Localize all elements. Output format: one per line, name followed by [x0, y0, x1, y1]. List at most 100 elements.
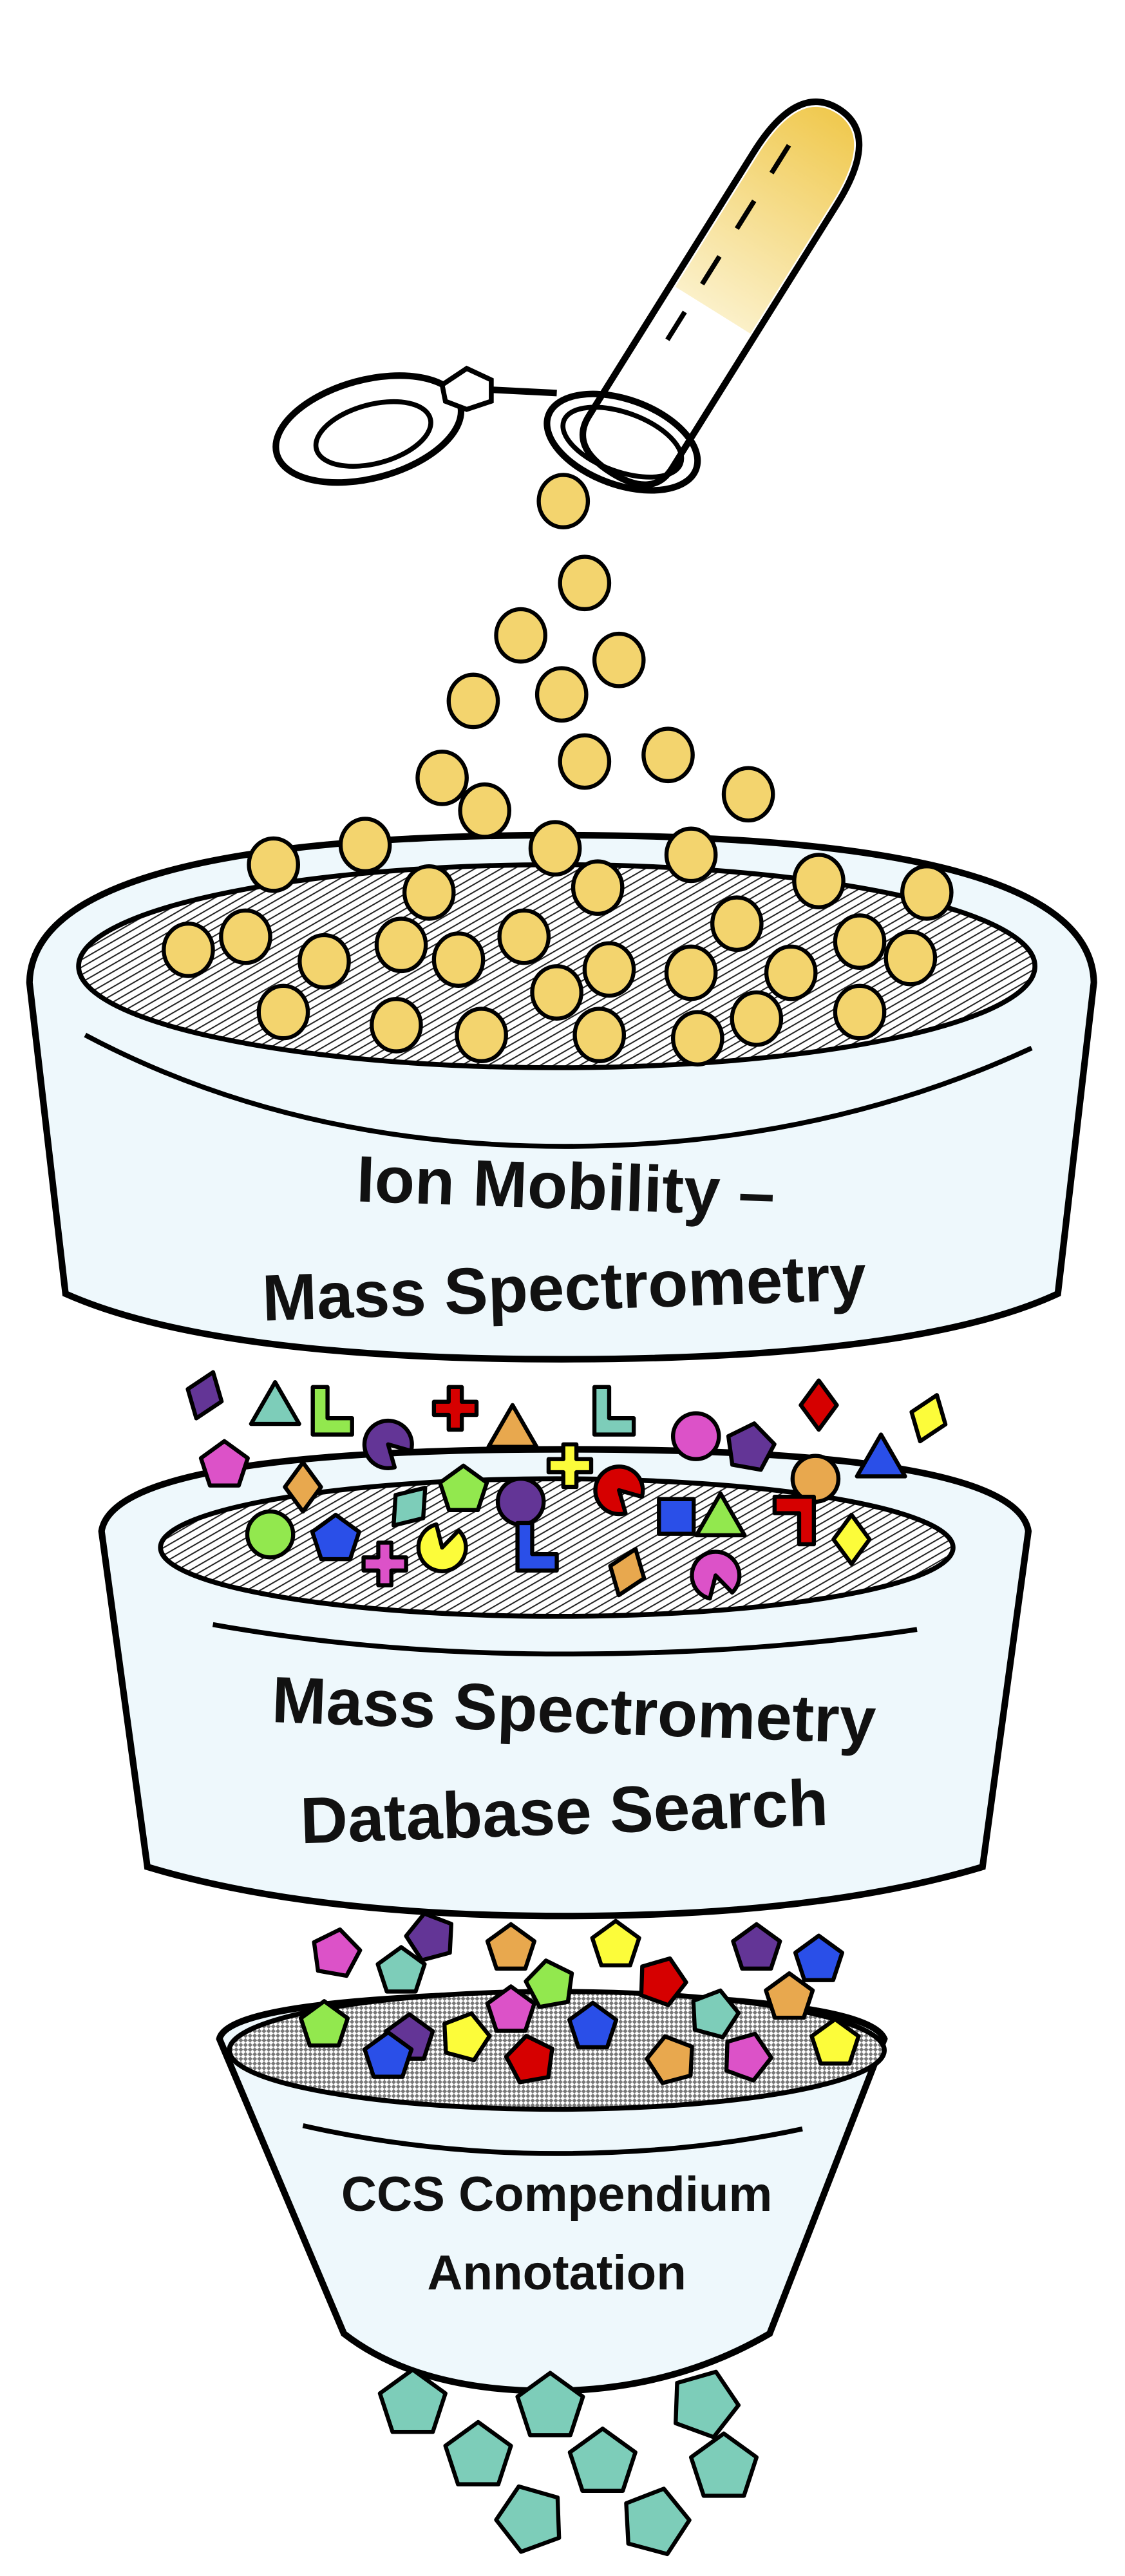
- sample-particle: [664, 944, 718, 1001]
- pentagon-ion-icon: [298, 1999, 350, 2048]
- sample-particle: [494, 607, 547, 664]
- stage-1-label-line1: Ion Mobility –: [355, 1142, 776, 1230]
- sample-particle: [558, 554, 612, 612]
- sample-particle: [558, 733, 612, 790]
- sample-particle: [446, 672, 500, 730]
- pentagon-ion-icon: [524, 1958, 574, 2009]
- sample-particle: [721, 766, 775, 823]
- cross-ion-icon: [546, 1442, 594, 1490]
- pentagon-ion-icon: [726, 1421, 777, 1472]
- sample-particle: [528, 820, 582, 877]
- sample-particle: [670, 1010, 724, 1067]
- sample-particle: [455, 1007, 508, 1063]
- sample-particle: [402, 864, 456, 921]
- cross-ion-icon: [361, 1540, 408, 1587]
- circle-ion-icon: [670, 1411, 721, 1461]
- pentagon-ion-icon: [485, 1984, 536, 2033]
- pentagon-ion-icon: [515, 2371, 585, 2438]
- sample-particle: [900, 864, 954, 921]
- pentagon-ion-icon: [312, 1927, 363, 1978]
- sample-particle: [592, 631, 646, 688]
- pentagon-ion-icon: [567, 2426, 638, 2493]
- sample-particle: [534, 666, 589, 723]
- sample-particle: [298, 933, 351, 990]
- pentagon-ion-icon: [198, 1439, 250, 1488]
- stage-3-label-line1: CCS Compendium: [341, 2167, 772, 2222]
- pentagon-ion-icon: [688, 2431, 759, 2498]
- sample-particle: [884, 929, 938, 987]
- pentagon-ion-icon: [375, 1945, 427, 1994]
- pentagon-ion-icon: [639, 1956, 688, 2007]
- l-shape-ion-icon: [772, 1495, 817, 1547]
- sample-particle: [536, 473, 591, 529]
- pentagon-ion-icon: [504, 2034, 554, 2085]
- pentagon-ion-icon: [691, 1988, 741, 2040]
- sample-particle: [374, 916, 428, 974]
- sample-particle: [431, 931, 486, 989]
- pentagon-ion-icon: [624, 2486, 692, 2557]
- pentagon-ion-icon: [724, 2031, 773, 2083]
- sample-particle: [162, 922, 215, 978]
- diamond-ion-icon: [909, 1393, 948, 1444]
- l-shape-ion-icon: [592, 1385, 636, 1437]
- diamond-ion-icon: [392, 1486, 428, 1528]
- sample-particle: [833, 913, 887, 971]
- sample-particle: [730, 990, 784, 1047]
- pentagon-ion-icon: [674, 2369, 741, 2439]
- sample-particle: [370, 996, 423, 1054]
- pentagon-ion-icon: [764, 1971, 815, 2020]
- pentagon-ion-icon: [567, 2000, 619, 2050]
- sample-particle: [219, 908, 272, 965]
- pentagon-ion-icon: [485, 1922, 536, 1971]
- circle-ion-icon: [245, 1509, 296, 1560]
- pacman-ion-icon: [362, 1418, 414, 1471]
- sample-particle: [792, 853, 846, 909]
- l-shape-ion-icon: [515, 1520, 559, 1573]
- triangle-ion-icon: [855, 1432, 907, 1479]
- pentagon-ion-icon: [793, 1933, 845, 1982]
- pentagon-ion-icon: [438, 1463, 489, 1512]
- pentagon-ion-icon: [731, 1922, 782, 1971]
- triangle-ion-icon: [249, 1380, 301, 1426]
- annotated-pentagons: [298, 1911, 861, 2557]
- pacman-ion-icon: [593, 1464, 645, 1517]
- pentagon-ion-icon: [809, 2017, 861, 2066]
- sample-particle: [338, 817, 392, 874]
- ion-mobility-ms-bowl: Ion Mobility – Mass Spectrometry: [26, 831, 1097, 1363]
- l-shape-ion-icon: [310, 1385, 354, 1437]
- stage-3-label-line2: Annotation: [427, 2246, 686, 2300]
- pentagon-ion-icon: [494, 2484, 562, 2554]
- sample-particle: [572, 1007, 627, 1063]
- diamond-ion-icon: [283, 1460, 323, 1514]
- sample-particles: [162, 473, 954, 1067]
- star-ion-icon: [657, 1497, 696, 1536]
- sample-particle: [530, 964, 583, 1021]
- sample-particle: [764, 944, 818, 1001]
- sample-particle: [641, 726, 695, 784]
- sample-particle: [664, 826, 718, 884]
- pentagon-ion-icon: [590, 1918, 641, 1967]
- pentagon-ion-icon: [443, 2420, 513, 2486]
- mixed-ion-shapes: [185, 1370, 948, 1601]
- diamond-ion-icon: [799, 1378, 839, 1432]
- pentagon-ion-icon: [310, 1513, 361, 1562]
- cross-ion-icon: [431, 1385, 479, 1432]
- pentagon-ion-icon: [442, 2011, 492, 2063]
- sample-particle: [582, 941, 636, 998]
- diamond-ion-icon: [831, 1513, 872, 1566]
- sample-particle: [256, 983, 310, 1041]
- sample-particle: [458, 782, 512, 839]
- sample-particle: [833, 983, 887, 1041]
- database-search-bowl: Mass Spectrometry Database Search: [98, 1446, 1032, 1920]
- pacman-ion-icon: [690, 1549, 742, 1601]
- sample-particle: [247, 836, 300, 893]
- diamond-ion-icon: [185, 1370, 224, 1421]
- pentagon-ion-icon: [645, 2034, 694, 2085]
- triangle-ion-icon: [694, 1491, 747, 1538]
- sample-tube-icon: [272, 98, 863, 494]
- pentagon-ion-icon: [363, 2030, 414, 2079]
- sample-particle: [415, 750, 469, 806]
- diamond-ion-icon: [608, 1547, 647, 1598]
- sample-particle: [571, 859, 625, 916]
- pacman-ion-icon: [416, 1522, 468, 1573]
